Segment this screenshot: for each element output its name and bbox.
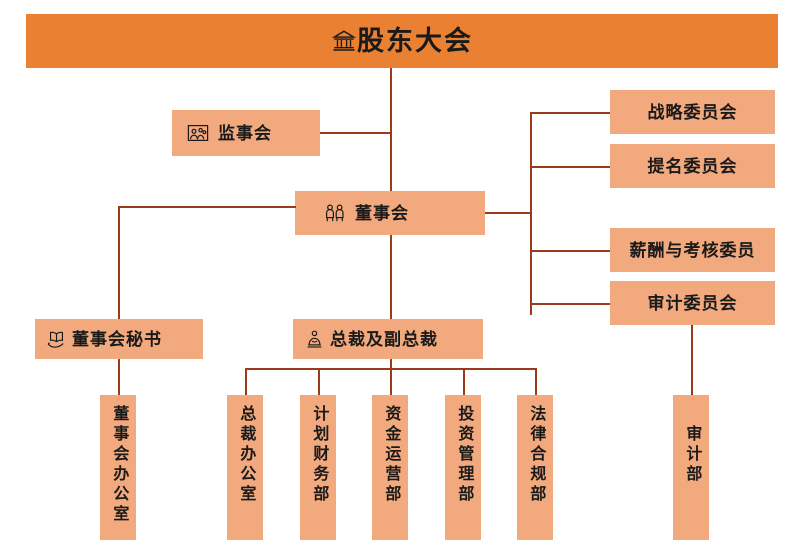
node-dept-president-office[interactable]: 总裁办公室 (227, 395, 263, 540)
people-group-icon (186, 121, 210, 145)
node-label: 总裁办公室 (237, 405, 255, 505)
node-label: 董事会办公室 (110, 405, 128, 525)
connector-board-to-secretary-h (118, 206, 296, 208)
node-label: 法律合规部 (527, 405, 545, 505)
connector-board-to-secretary-v (118, 206, 120, 319)
node-shareholders-meeting[interactable]: 股东大会 (26, 14, 778, 68)
node-dept-investment-management[interactable]: 投资管理部 (445, 395, 481, 540)
node-dept-board-office[interactable]: 董事会办公室 (100, 395, 136, 540)
node-label: 董事会秘书 (72, 329, 162, 349)
node-label: 薪酬与考核委员 (629, 240, 756, 260)
node-label: 审计部 (683, 425, 701, 485)
node-label: 审计委员会 (647, 293, 738, 313)
connector-dept-2 (318, 368, 320, 395)
node-committee-compensation-assessment[interactable]: 薪酬与考核委员 (610, 228, 775, 272)
node-label: 总裁及副总裁 (330, 329, 438, 349)
person-podium-icon (303, 328, 326, 351)
node-label: 计划财务部 (310, 405, 328, 505)
two-people-seated-icon (323, 201, 347, 225)
connector-shareholders-to-board (390, 68, 392, 191)
connector-board-to-president (390, 235, 392, 319)
node-label: 战略委员会 (647, 102, 738, 122)
node-president-and-vps[interactable]: 总裁及副总裁 (293, 319, 483, 359)
connector-dept-1 (245, 368, 247, 395)
connector-committee-3 (530, 250, 612, 252)
connector-committee-4 (530, 303, 612, 305)
connector-audit-committee-to-dept (691, 325, 693, 395)
node-board-of-directors[interactable]: 董事会 (295, 191, 485, 235)
node-committee-nomination[interactable]: 提名委员会 (610, 144, 775, 188)
connector-dept-4 (463, 368, 465, 395)
node-dept-legal-compliance[interactable]: 法律合规部 (517, 395, 553, 540)
connector-president-drop (390, 359, 392, 369)
node-dept-audit[interactable]: 审计部 (673, 395, 709, 540)
node-label: 提名委员会 (647, 156, 738, 176)
node-committee-strategy[interactable]: 战略委员会 (610, 90, 775, 134)
node-board-secretary[interactable]: 董事会秘书 (35, 319, 203, 359)
committee-spine (530, 112, 532, 315)
node-supervisory-board[interactable]: 监事会 (172, 110, 320, 156)
connector-supervisory-to-spine (320, 132, 391, 134)
node-label: 监事会 (218, 123, 272, 143)
node-dept-planning-finance[interactable]: 计划财务部 (300, 395, 336, 540)
connector-dept-3 (390, 368, 392, 395)
node-committee-audit[interactable]: 审计委员会 (610, 281, 775, 325)
connector-committee-2 (530, 166, 612, 168)
open-book-hand-icon (45, 328, 68, 351)
connector-committee-1 (530, 112, 612, 114)
connector-dept-5 (535, 368, 537, 395)
node-label: 董事会 (355, 203, 409, 223)
connector-board-to-committee-spine (485, 212, 532, 214)
node-label: 资金运营部 (382, 405, 400, 505)
node-label: 股东大会 (357, 25, 473, 56)
bank-icon (331, 28, 357, 54)
connector-secretary-to-office (118, 359, 120, 395)
node-label: 投资管理部 (455, 405, 473, 505)
node-dept-fund-operation[interactable]: 资金运营部 (372, 395, 408, 540)
